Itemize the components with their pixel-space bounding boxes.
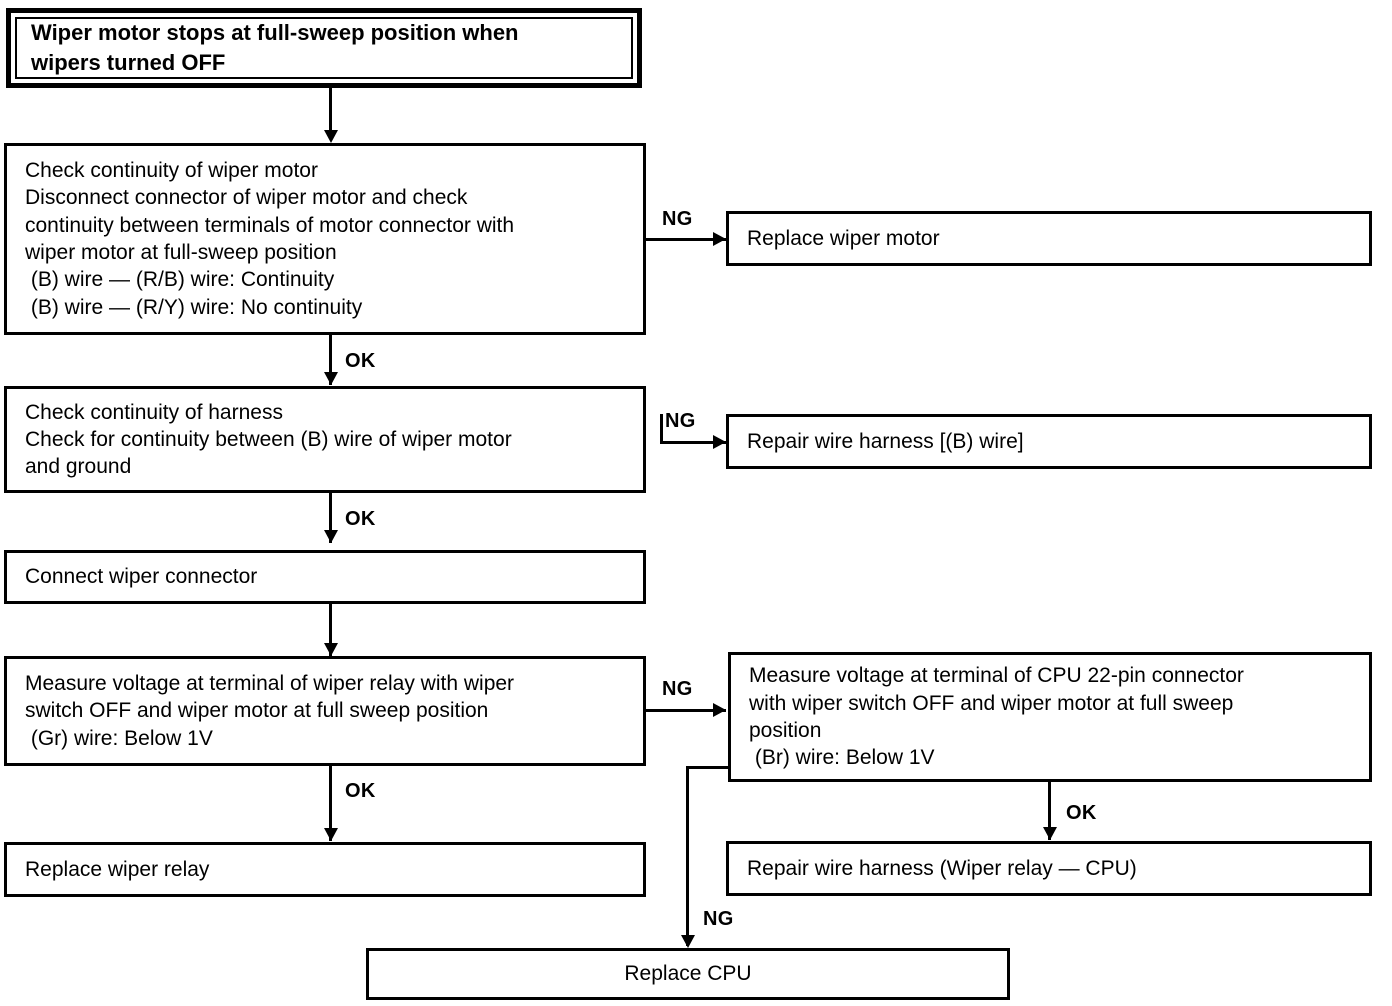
check-harness-line-3: and ground [25, 455, 132, 479]
node-replace-wiper-relay: Replace wiper relay [4, 842, 646, 897]
connector-ng-measure-cpu-vertical [686, 766, 689, 946]
connector-connect-to-measure-relay [329, 604, 332, 656]
connector-title-to-check-motor [329, 88, 332, 136]
edge-label-ok-measure-cpu: OK [1066, 802, 1097, 824]
repair-harness-b-line-1: Repair wire harness [(B) wire] [747, 429, 1024, 453]
node-connect-wiper-connector: Connect wiper connector [4, 550, 646, 604]
arrowhead-ng-check-motor [713, 232, 726, 246]
title-line-1: Wiper motor stops at full-sweep position… [31, 20, 519, 46]
connect-connector-line-1: Connect wiper connector [25, 565, 258, 589]
check-motor-line-1: Check continuity of wiper motor [25, 159, 318, 183]
edge-label-ok-check-motor: OK [345, 350, 376, 372]
node-check-harness-continuity: Check continuity of harness Check for co… [4, 386, 646, 493]
replace-cpu-line-1: Replace CPU [624, 962, 752, 986]
connector-ng-check-harness [660, 441, 726, 444]
edge-label-ng-measure-relay: NG [662, 678, 693, 700]
check-motor-line-3: continuity between terminals of motor co… [25, 213, 515, 237]
repair-harness-relay-cpu-line-1: Repair wire harness (Wiper relay — CPU) [747, 856, 1137, 880]
flowchart-title-box: Wiper motor stops at full-sweep position… [6, 8, 642, 88]
arrowhead-ng-measure-relay [713, 703, 726, 717]
node-replace-wiper-motor: Replace wiper motor [726, 211, 1372, 266]
measure-cpu-line-1: Measure voltage at terminal of CPU 22-pi… [749, 664, 1244, 688]
measure-relay-line-2: switch OFF and wiper motor at full sweep… [25, 699, 489, 723]
edge-label-ok-check-harness: OK [345, 508, 376, 530]
node-replace-cpu: Replace CPU [366, 948, 1010, 1000]
connector-ng-measure-cpu-horizontal [686, 766, 730, 769]
check-motor-line-5: (B) wire — (R/B) wire: Continuity [25, 268, 335, 292]
arrowhead-ok-measure-relay [324, 828, 338, 841]
arrowhead-title-to-check-motor [324, 130, 338, 143]
check-motor-line-4: wiper motor at full-sweep position [25, 241, 337, 264]
connector-ok-check-harness [329, 493, 332, 543]
measure-cpu-line-4: (Br) wire: Below 1V [749, 746, 935, 770]
connector-ok-measure-relay [329, 766, 332, 841]
connector-ng-measure-relay [646, 709, 726, 712]
check-motor-line-6: (B) wire — (R/Y) wire: No continuity [25, 295, 363, 319]
title-line-2: wipers turned OFF [31, 50, 226, 75]
replace-relay-line-1: Replace wiper relay [25, 857, 210, 881]
arrowhead-ng-measure-cpu [681, 935, 695, 948]
node-check-motor-continuity: Check continuity of wiper motor Disconne… [4, 143, 646, 335]
node-repair-harness-relay-to-cpu: Repair wire harness (Wiper relay — CPU) [726, 841, 1372, 896]
arrowhead-ok-check-motor [324, 372, 338, 385]
arrowhead-ok-check-harness [324, 530, 338, 543]
check-motor-line-2: Disconnect connector of wiper motor and … [25, 186, 468, 210]
replace-motor-line-1: Replace wiper motor [747, 226, 940, 250]
measure-relay-line-3: (Gr) wire: Below 1V [25, 726, 213, 750]
check-harness-line-2: Check for continuity between (B) wire of… [25, 427, 512, 451]
arrowhead-ok-measure-cpu [1043, 827, 1057, 840]
node-repair-harness-b-wire: Repair wire harness [(B) wire] [726, 414, 1372, 469]
connector-ok-measure-cpu [1048, 782, 1051, 840]
node-measure-voltage-wiper-relay: Measure voltage at terminal of wiper rel… [4, 656, 646, 766]
connector-ng-check-harness-stub [660, 414, 663, 444]
measure-cpu-line-2: with wiper switch OFF and wiper motor at… [749, 691, 1234, 715]
edge-label-ng-check-harness: NG [665, 410, 696, 432]
edge-label-ok-measure-relay: OK [345, 780, 376, 802]
edge-label-ng-measure-cpu: NG [703, 908, 734, 930]
connector-ng-check-motor [646, 238, 726, 241]
measure-cpu-line-3: position [749, 719, 822, 742]
node-measure-voltage-cpu-connector: Measure voltage at terminal of CPU 22-pi… [728, 652, 1372, 782]
arrowhead-ng-check-harness [713, 435, 726, 449]
edge-label-ng-check-motor: NG [662, 208, 693, 230]
connector-ok-check-motor [329, 335, 332, 385]
measure-relay-line-1: Measure voltage at terminal of wiper rel… [25, 672, 515, 696]
check-harness-line-1: Check continuity of harness [25, 400, 283, 424]
arrowhead-connect-to-measure-relay [324, 643, 338, 656]
